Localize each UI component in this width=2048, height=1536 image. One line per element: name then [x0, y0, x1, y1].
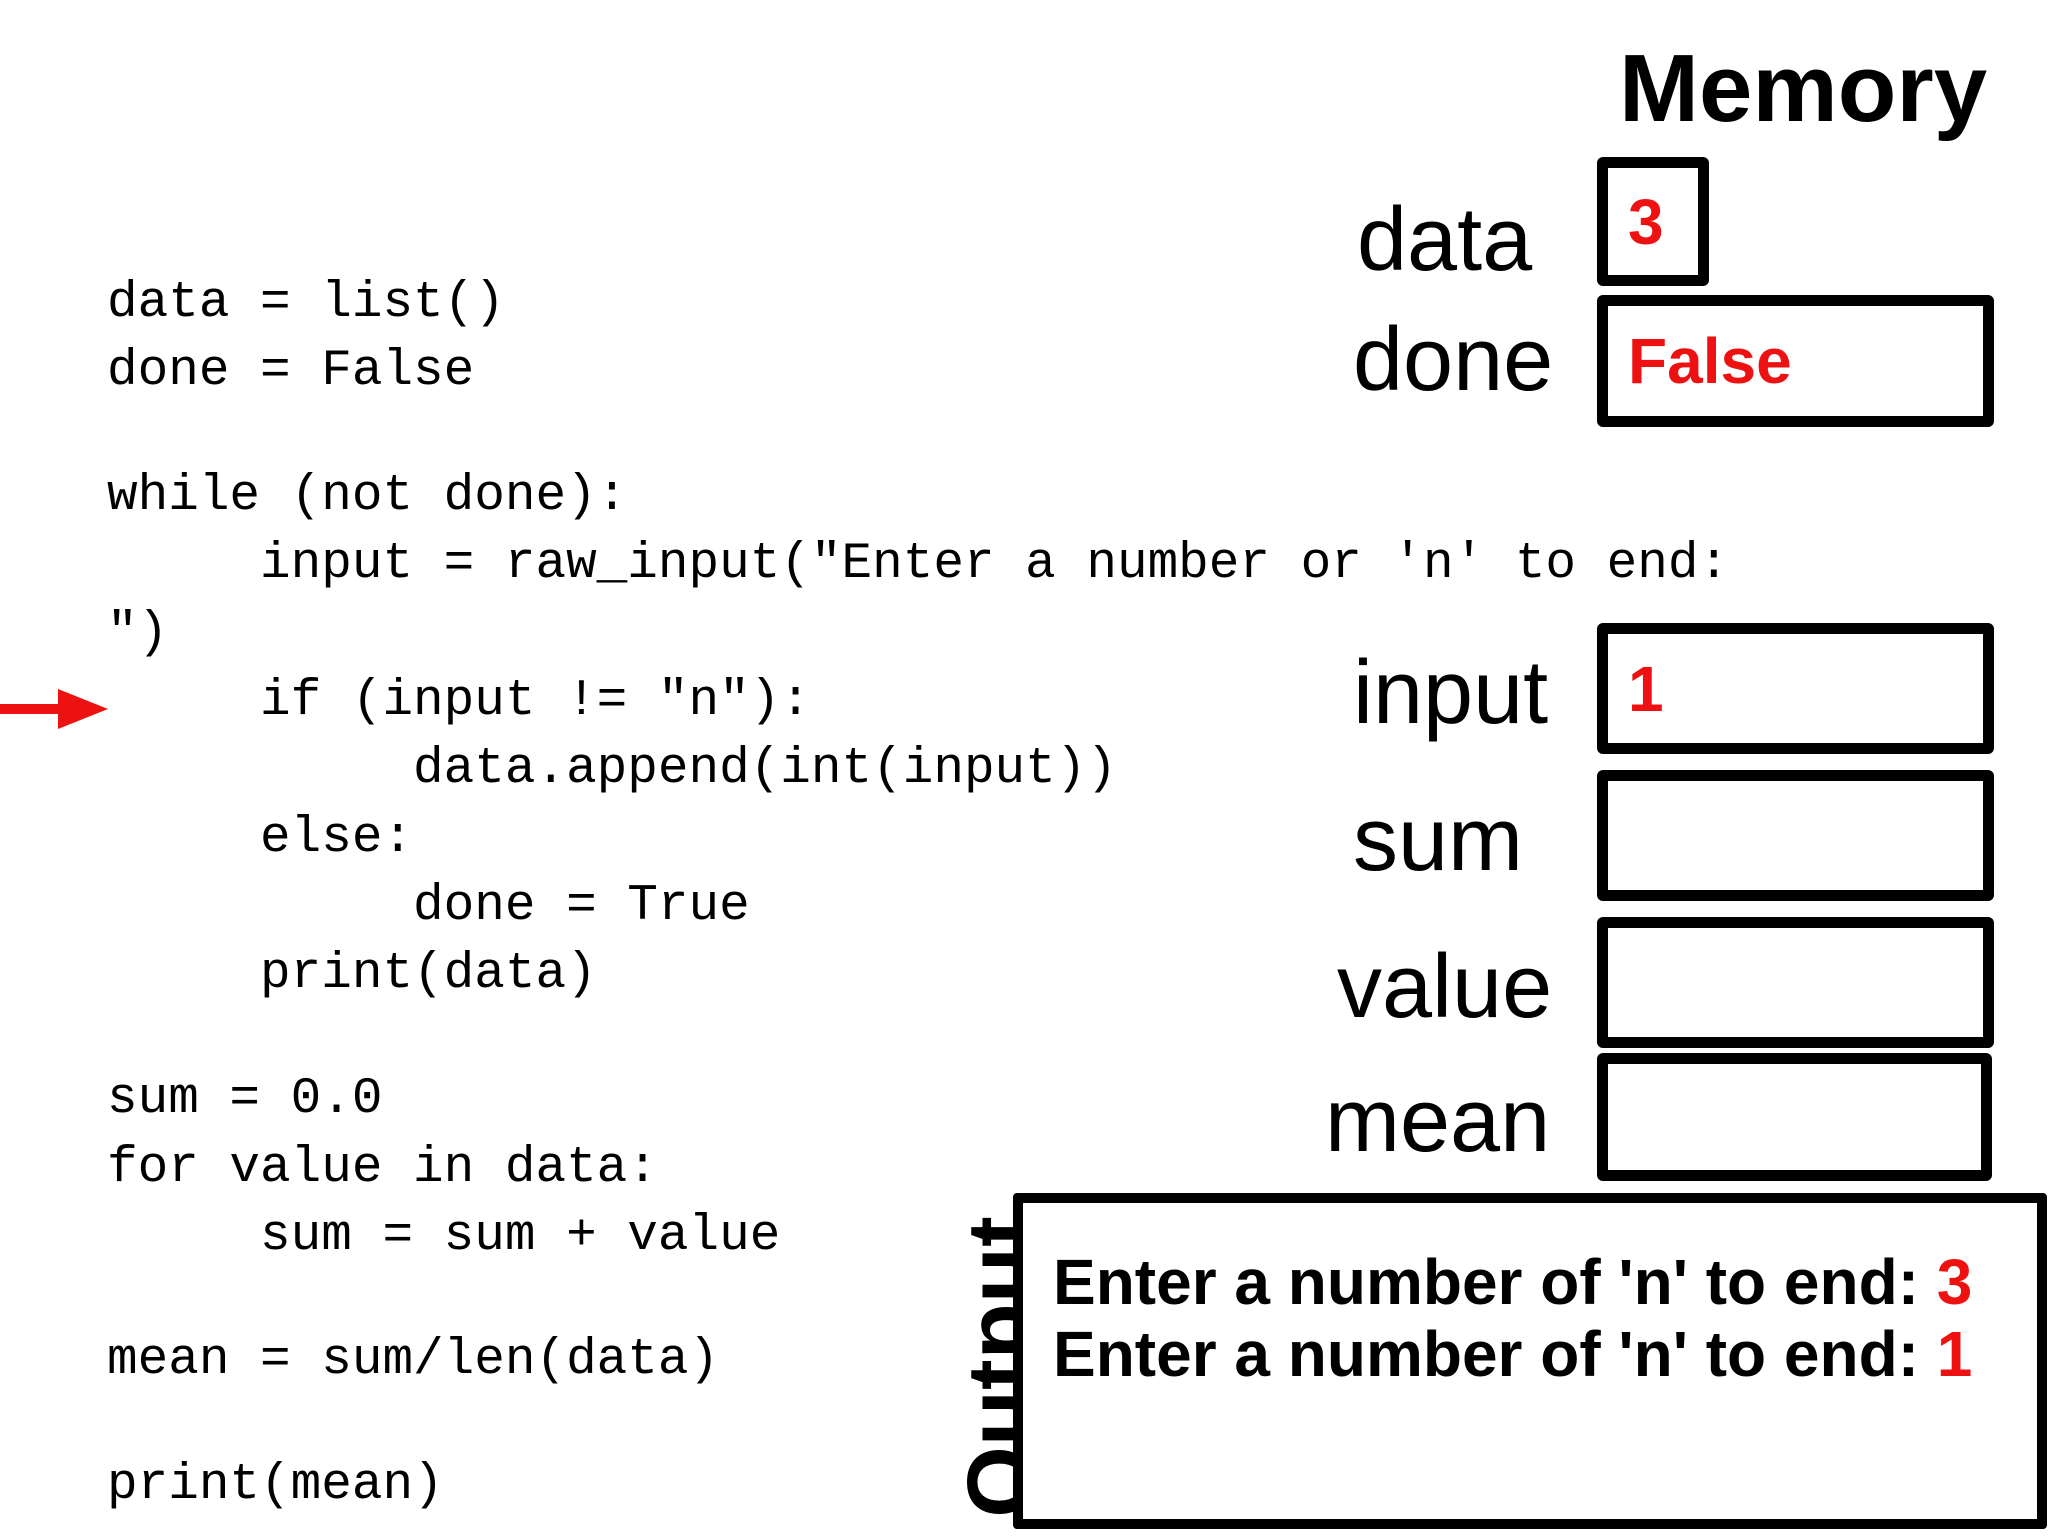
- code-line: sum = 0.0: [107, 1071, 383, 1128]
- output-line: Enter a number of 'n' to end: 1: [1053, 1318, 1972, 1390]
- memory-title: Memory: [1619, 35, 1988, 142]
- code-line: print(data): [107, 946, 597, 1003]
- variable-box-sum: [1597, 770, 1994, 901]
- code-line: sum = sum + value: [107, 1208, 781, 1265]
- output-entry: 3: [1936, 1246, 1973, 1318]
- variable-box-done: False: [1597, 295, 1994, 427]
- variable-label-data: data: [1357, 190, 1533, 290]
- code-line: input = raw_input("Enter a number or 'n'…: [107, 536, 1730, 593]
- code-line: mean = sum/len(data): [107, 1332, 720, 1389]
- variable-label-sum: sum: [1353, 790, 1524, 890]
- code-line: print(mean): [107, 1457, 444, 1514]
- code-line: data = list(): [107, 275, 505, 332]
- output-prompt: Enter a number of 'n' to end:: [1053, 1318, 1937, 1390]
- variable-box-mean: [1597, 1053, 1992, 1181]
- variable-label-mean: mean: [1325, 1071, 1551, 1171]
- right-arrow-icon: [0, 689, 108, 729]
- output-entry: 1: [1936, 1318, 1973, 1390]
- variable-label-value: value: [1337, 937, 1553, 1037]
- variable-label-input: input: [1353, 643, 1549, 743]
- variable-value-input: 1: [1628, 652, 1664, 725]
- variable-box-value: [1597, 917, 1994, 1048]
- code-line: for value in data:: [107, 1140, 658, 1197]
- variable-box-input: 1: [1597, 623, 1994, 754]
- variable-value-data: 3: [1628, 185, 1664, 258]
- code-line: else:: [107, 810, 414, 867]
- variable-value-done: False: [1628, 325, 1792, 397]
- code-line: while (not done):: [107, 468, 628, 525]
- code-line: data.append(int(input)): [107, 741, 1117, 798]
- code-line: if (input != "n"):: [107, 673, 811, 730]
- output-console: Enter a number of 'n' to end: 3 Enter a …: [1013, 1193, 2047, 1529]
- output-prompt: Enter a number of 'n' to end:: [1053, 1246, 1937, 1318]
- code-line: done = False: [107, 343, 475, 400]
- variable-label-done: done: [1353, 310, 1554, 410]
- code-line: done = True: [107, 878, 750, 935]
- code-line: "): [107, 605, 169, 662]
- output-line: Enter a number of 'n' to end: 3: [1053, 1246, 1972, 1318]
- variable-box-data: 3: [1597, 157, 1709, 286]
